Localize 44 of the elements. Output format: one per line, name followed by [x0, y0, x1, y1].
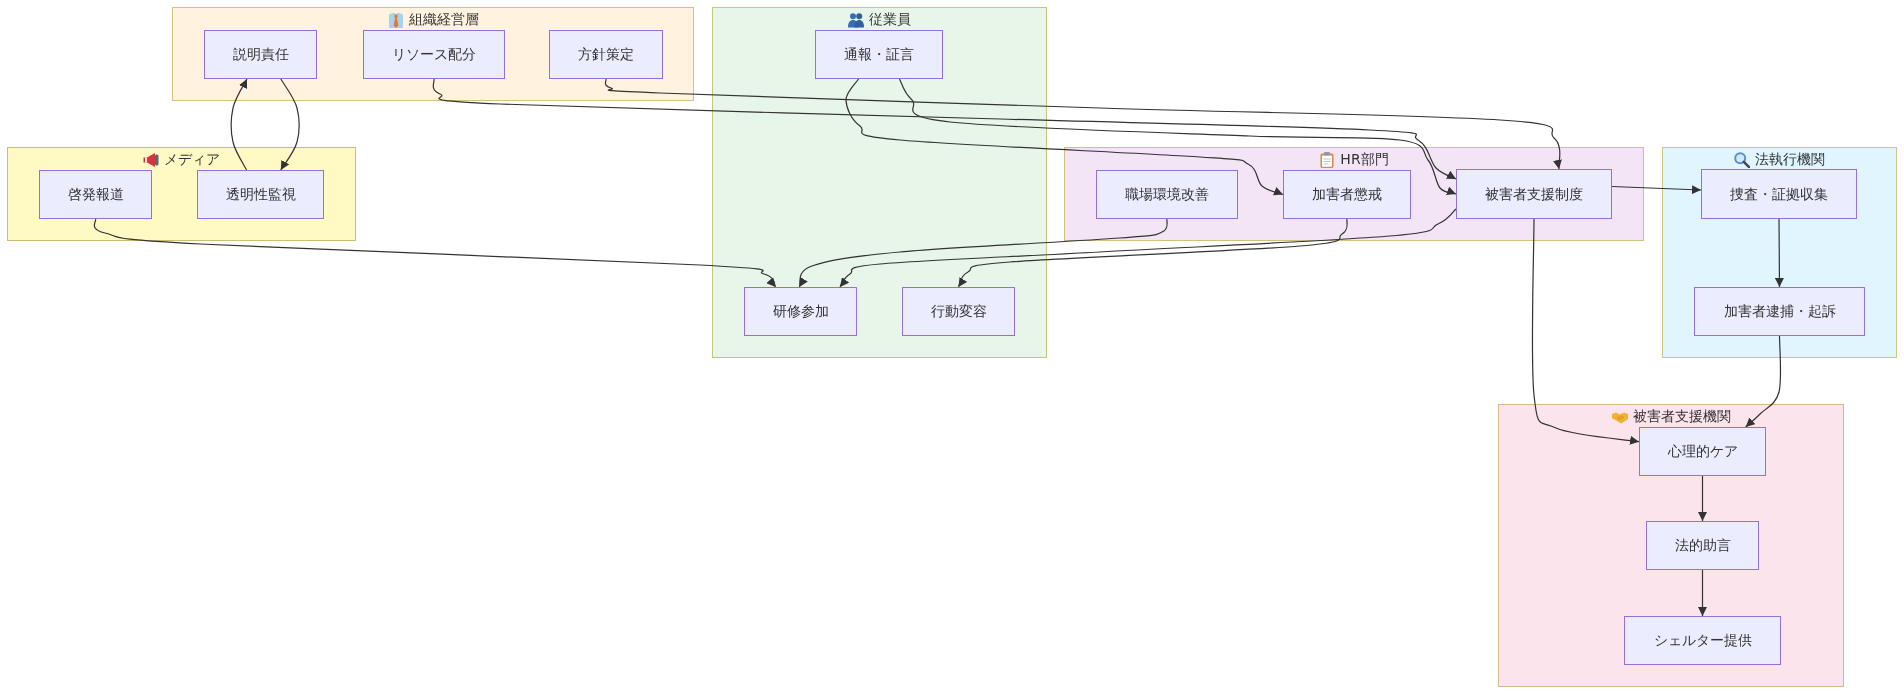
process-box: 方針策定 [549, 30, 663, 79]
process-box: 透明性監視 [197, 170, 324, 219]
process-box: 研修参加 [744, 287, 857, 336]
process-box: 行動変容 [902, 287, 1015, 336]
arrow [1774, 218, 1784, 288]
group-panel [7, 147, 356, 241]
arrow [280, 78, 300, 171]
process-box: 啓発報道 [39, 170, 152, 219]
arrow [1531, 218, 1640, 445]
group-panel [712, 7, 1047, 358]
arrow [845, 78, 1284, 196]
arrow [1698, 569, 1707, 617]
group-panel [1064, 147, 1644, 241]
arrow [432, 78, 1457, 180]
process-box: シェルター提供 [1624, 616, 1781, 665]
arrow [604, 78, 1563, 170]
arrow [230, 78, 248, 171]
arrow [798, 218, 1168, 288]
arrow [1611, 185, 1702, 195]
process-box: 加害者逮捕・起訴 [1694, 287, 1865, 336]
group-title: HR部門 [1340, 151, 1389, 168]
process-box: 被害者支援制度 [1456, 169, 1612, 219]
arrow [898, 78, 1457, 196]
group-title: メディア [164, 151, 220, 168]
arrow [1745, 335, 1782, 428]
group-title: 組織経営層 [408, 11, 479, 28]
arrow [93, 218, 777, 288]
arrow [1698, 475, 1707, 522]
group-panel [172, 7, 694, 101]
process-box: 加害者懲戒 [1283, 170, 1411, 219]
process-box: 捜査・証拠収集 [1701, 169, 1857, 219]
group-panel [1662, 147, 1897, 358]
process-box: 通報・証言 [815, 30, 943, 79]
group-panel [1498, 404, 1844, 687]
process-box: 心理的ケア [1639, 427, 1766, 476]
group-title: 法執行機関 [1755, 151, 1825, 168]
process-box: 法的助言 [1646, 521, 1759, 570]
process-box: 説明責任 [204, 30, 317, 79]
arrow [839, 208, 1457, 288]
group-title: 被害者支援機関 [1632, 408, 1731, 425]
arrow [957, 218, 1348, 288]
process-box: 職場環境改善 [1096, 170, 1238, 219]
process-box: リソース配分 [363, 30, 505, 79]
group-title: 従業員 [869, 11, 911, 28]
